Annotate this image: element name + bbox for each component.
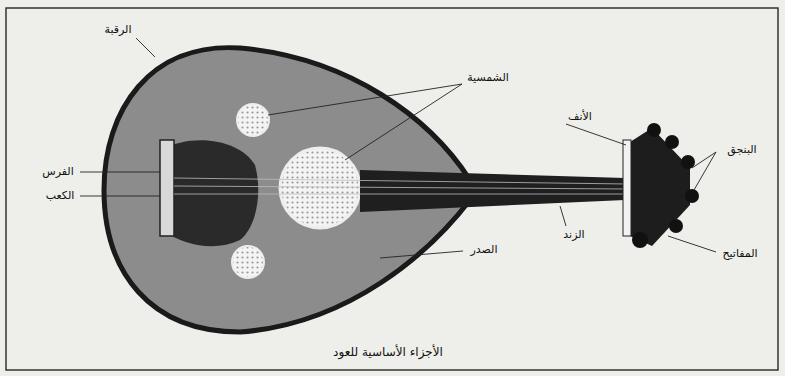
part-label: الرقبة [104, 23, 133, 36]
pegs [632, 123, 699, 248]
neck [360, 170, 625, 212]
bridge-pad [160, 140, 258, 246]
part-label: الصدر [469, 243, 498, 256]
part-label: الفرس [41, 165, 74, 178]
part-label: المفاتيح [721, 247, 758, 260]
nut [623, 140, 631, 236]
bridge [160, 140, 174, 236]
pegbox [630, 128, 690, 246]
small-rose [237, 104, 269, 136]
main-rose [280, 148, 360, 228]
frame [6, 8, 778, 370]
part-label: الأنف [567, 110, 593, 123]
part-label: الشمسية [466, 71, 510, 84]
part-label: البنجق [726, 143, 757, 156]
small-rose [232, 246, 264, 278]
caption: الأجزاء الأساسية للعود [332, 345, 444, 359]
strings [174, 178, 628, 194]
leader-lines [80, 38, 716, 258]
part-label: الزند [562, 228, 585, 241]
part-label: الكعب [45, 189, 76, 202]
